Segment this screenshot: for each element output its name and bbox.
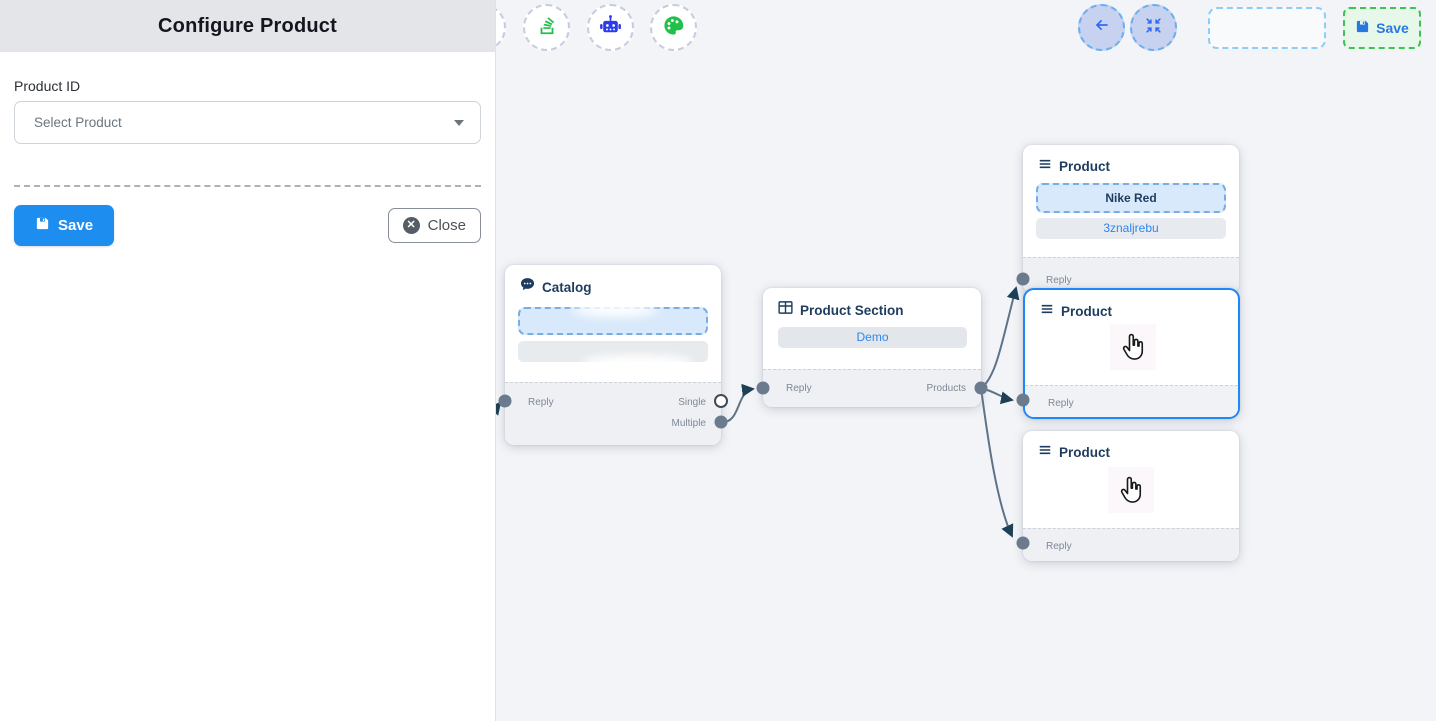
catalog-selected-item[interactable]: [518, 307, 708, 335]
node-title: Product: [1059, 445, 1111, 460]
product-node-1[interactable]: Product Nike Red 3znaljrebu Reply: [1023, 145, 1239, 293]
node-footer: Reply: [1023, 257, 1239, 293]
menu-icon: [1040, 302, 1054, 321]
toolbar-placeholder-button[interactable]: [1208, 7, 1326, 49]
catalog-item[interactable]: [518, 341, 708, 362]
panel-header: Configure Product: [0, 0, 495, 52]
config-panel: Configure Product Product ID Select Prod…: [0, 0, 496, 721]
save-button[interactable]: Save: [14, 205, 115, 246]
reply-handle-label: Reply: [1048, 398, 1074, 409]
node-title: Product: [1059, 159, 1111, 174]
cursor-icon: [1110, 324, 1156, 370]
reply-handle-label: Reply: [786, 383, 812, 394]
save-icon: [35, 216, 50, 235]
product-select[interactable]: Select Product: [14, 101, 481, 144]
close-icon: ✕: [402, 217, 420, 234]
node-header: Catalog: [505, 265, 721, 297]
panel-body: Product ID Select Product Save ✕ Close: [0, 78, 495, 246]
edge-products-to-product3: [980, 387, 1014, 538]
chat-icon: [520, 277, 535, 297]
node-header: Product: [1023, 431, 1239, 462]
canvas-save-button[interactable]: Save: [1343, 7, 1421, 49]
catalog-node[interactable]: Catalog Reply Single Multiple: [505, 265, 721, 445]
section-item-demo[interactable]: Demo: [778, 327, 967, 348]
robot-icon: [598, 13, 623, 43]
robot-button[interactable]: [587, 4, 634, 51]
node-footer: Reply: [1025, 385, 1238, 417]
menu-icon: [1038, 443, 1052, 462]
product-select-value: Select Product: [34, 115, 122, 130]
edge-products-to-product2: [980, 387, 1014, 405]
node-header: Product: [1025, 290, 1238, 321]
close-button-label: Close: [427, 217, 466, 234]
node-footer: Reply Single Multiple: [505, 382, 721, 445]
product-section-node[interactable]: Product Section Demo Reply Products: [763, 288, 981, 407]
fit-view-button[interactable]: [1130, 4, 1177, 51]
palette-button[interactable]: [650, 4, 697, 51]
palette-icon: [662, 14, 685, 42]
panel-title: Configure Product: [158, 14, 337, 37]
table-icon: [778, 300, 793, 320]
panel-divider: [14, 185, 481, 187]
product-id-label: Product ID: [14, 78, 81, 94]
multiple-handle-label: Multiple: [671, 418, 706, 429]
node-header: Product: [1023, 145, 1239, 176]
reply-handle-label: Reply: [528, 397, 554, 408]
close-button[interactable]: ✕ Close: [387, 208, 481, 243]
reply-handle-label: Reply: [1046, 275, 1072, 286]
back-button[interactable]: [1078, 4, 1125, 51]
node-title: Product Section: [800, 302, 904, 318]
cursor-icon: [1108, 467, 1154, 513]
caret-down-icon: [454, 119, 464, 126]
product-item-label: Nike Red: [1105, 191, 1157, 205]
arrow-left-icon: [1092, 15, 1112, 40]
edge-into-catalog: [496, 401, 502, 416]
fit-view-icon: [1144, 16, 1163, 40]
product-node-2-selected[interactable]: Product Reply: [1023, 288, 1240, 419]
node-footer: Reply Products: [763, 369, 981, 407]
panel-actions: Save ✕ Close: [14, 205, 481, 246]
flow-canvas[interactable]: Save Catalog Reply Single Multiple Produ…: [496, 0, 1436, 721]
single-handle-label: Single: [678, 397, 706, 408]
node-title: Product: [1061, 304, 1113, 319]
stack-icon: [536, 14, 558, 41]
node-footer: Reply: [1023, 528, 1239, 561]
edge-multiple-to-section: [720, 383, 755, 424]
save-button-label: Save: [58, 217, 94, 234]
products-handle-label: Products: [926, 383, 966, 394]
stack-button[interactable]: [523, 4, 570, 51]
product-item-selected[interactable]: Nike Red: [1036, 183, 1226, 213]
canvas-save-label: Save: [1376, 20, 1409, 36]
reply-handle-label: Reply: [1046, 541, 1072, 552]
menu-icon: [1038, 157, 1052, 176]
toolbar-hidden-button[interactable]: [496, 4, 506, 51]
product-item[interactable]: 3znaljrebu: [1036, 218, 1226, 239]
edge-products-to-product1: [980, 286, 1020, 389]
product-node-3[interactable]: Product Reply: [1023, 431, 1239, 561]
save-icon: [1355, 19, 1370, 37]
node-header: Product Section: [763, 288, 981, 320]
node-title: Catalog: [542, 279, 592, 295]
